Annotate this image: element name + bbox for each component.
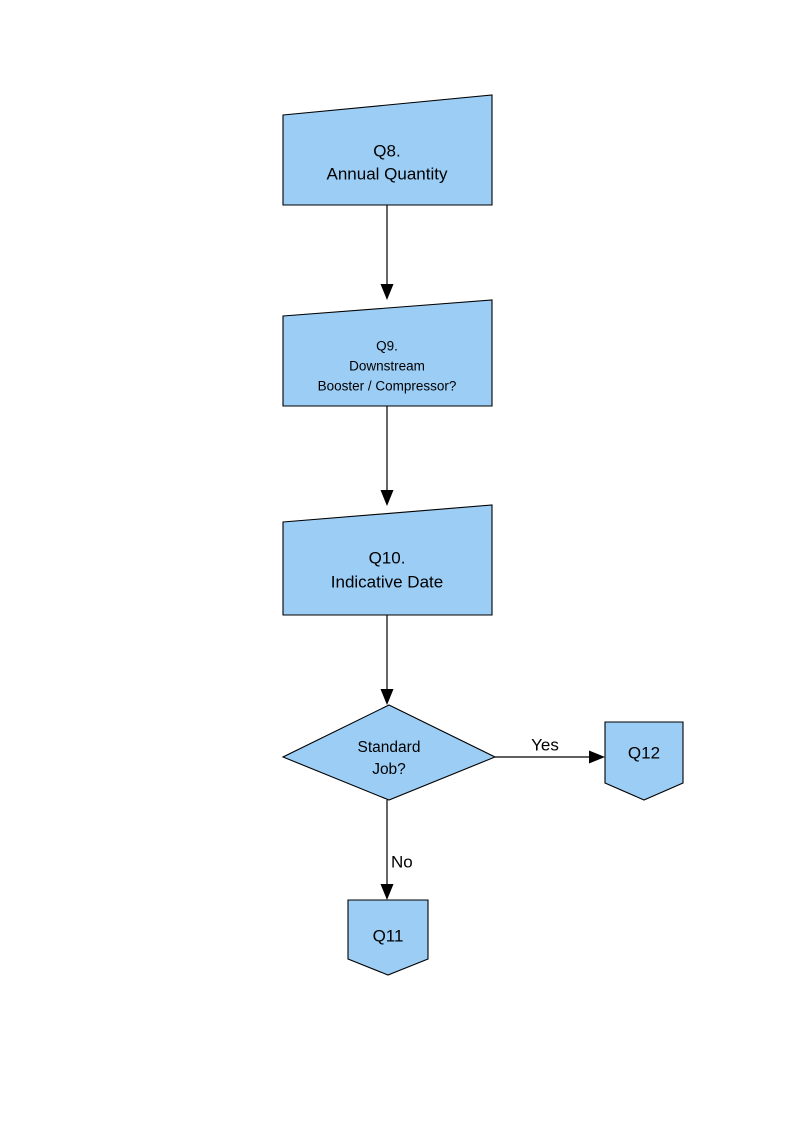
- edge-q8-to-q9: [380, 205, 394, 300]
- node-q8-shape[interactable]: [282, 94, 493, 206]
- edge-q10-to-decision-arrowhead: [380, 689, 394, 705]
- node-q11-label: Q11: [373, 926, 404, 945]
- node-q12-label: Q12: [628, 743, 660, 762]
- node-q8[interactable]: Q8. Annual Quantity: [282, 94, 493, 206]
- edge-decision-to-q12-arrowhead: [589, 750, 605, 764]
- node-q9[interactable]: Q9. Downstream Booster / Compressor?: [282, 299, 493, 407]
- edge-q9-to-q10-arrowhead: [380, 490, 394, 506]
- edge-q9-to-q10: [380, 406, 394, 506]
- edge-decision-to-q11: No: [380, 800, 413, 900]
- node-q8-label-line1: Q8.: [373, 141, 400, 160]
- edge-q8-to-q9-arrowhead: [380, 284, 394, 300]
- edge-decision-to-q11-arrowhead: [380, 884, 394, 900]
- node-q12[interactable]: Q12: [604, 721, 684, 801]
- node-q10[interactable]: Q10. Indicative Date: [282, 504, 493, 616]
- node-q9-shape[interactable]: [282, 299, 493, 407]
- node-decision-label-line2: Job?: [372, 761, 406, 778]
- node-q8-label-line2: Annual Quantity: [327, 164, 448, 183]
- node-q12-shape[interactable]: [604, 721, 684, 801]
- node-q10-shape[interactable]: [282, 504, 493, 616]
- node-decision-standard-job[interactable]: Standard Job?: [281, 704, 497, 801]
- edge-decision-to-q12: Yes: [495, 735, 605, 764]
- edge-q10-to-decision: [380, 615, 394, 705]
- node-q10-label-line2: Indicative Date: [331, 572, 443, 591]
- node-q9-label-line3: Booster / Compressor?: [318, 379, 457, 394]
- edge-label-no: No: [391, 852, 413, 871]
- node-q10-label-line1: Q10.: [369, 548, 406, 567]
- node-q9-label-line2: Downstream: [349, 359, 425, 374]
- edge-label-yes: Yes: [531, 735, 559, 754]
- node-q9-label-line1: Q9.: [376, 339, 398, 354]
- node-q11-shape[interactable]: [347, 899, 429, 976]
- node-decision-label-line1: Standard: [358, 739, 421, 756]
- node-decision-shape[interactable]: [281, 704, 497, 801]
- node-q11[interactable]: Q11: [347, 899, 429, 976]
